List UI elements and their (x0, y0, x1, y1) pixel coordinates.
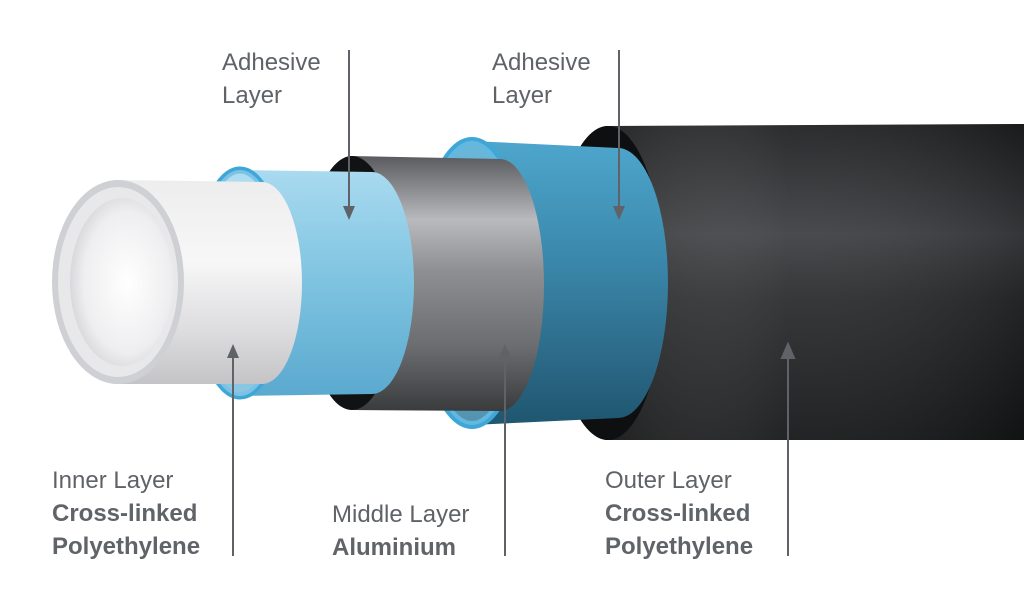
outer-layer-line2: Cross-linked (605, 500, 751, 527)
inner-layer-line3: Polyethylene (52, 533, 201, 560)
label-middle-layer: Middle Layer Aluminium (332, 498, 469, 564)
outer-layer-line3: Polyethylene (605, 533, 754, 560)
adhesive-outer-line2: Layer (492, 82, 553, 109)
adhesive-outer-line1: Adhesive (492, 49, 591, 76)
outer-layer-line1: Outer Layer (605, 467, 732, 494)
pointer-lines (227, 50, 796, 556)
label-outer-layer: Outer Layer Cross-linked Polyethylene (605, 464, 753, 563)
inner-layer-line2: Cross-linked (52, 500, 198, 527)
pipe-bore (70, 198, 174, 366)
middle-layer-line2: Aluminium (332, 534, 456, 561)
middle-layer-line1: Middle Layer (332, 501, 470, 528)
label-inner-layer: Inner Layer Cross-linked Polyethylene (52, 464, 200, 563)
inner-pex-layer (52, 180, 302, 384)
inner-layer-line1: Inner Layer (52, 467, 174, 494)
label-adhesive-outer: Adhesive Layer (492, 46, 591, 112)
adhesive-inner-line1: Adhesive (222, 49, 321, 76)
adhesive-inner-line2: Layer (222, 82, 283, 109)
label-adhesive-inner: Adhesive Layer (222, 46, 321, 112)
